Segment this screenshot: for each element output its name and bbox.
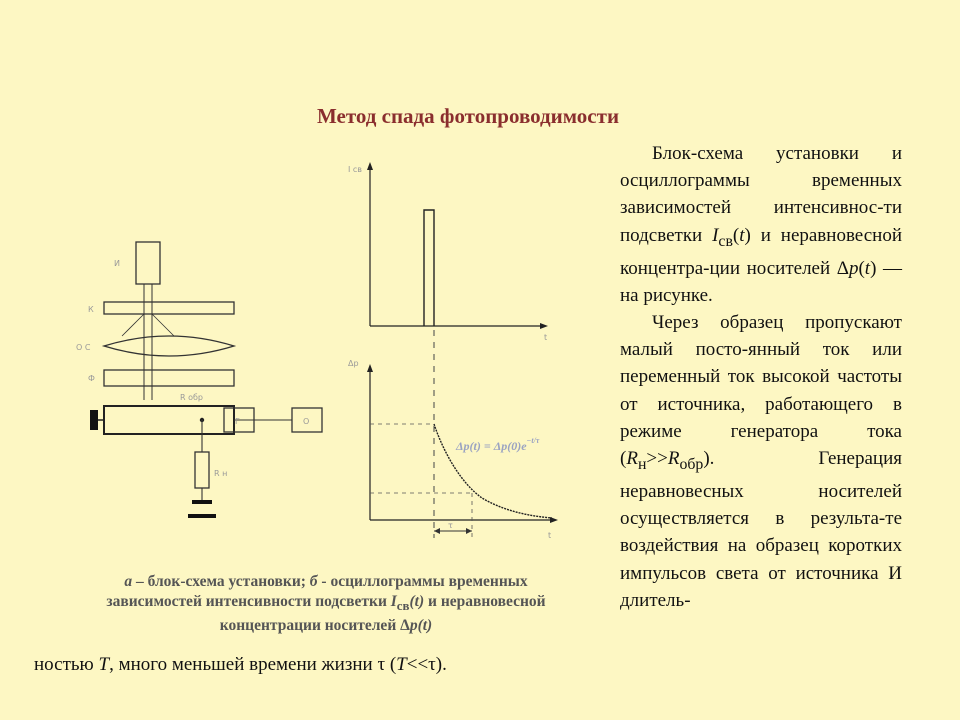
axis-dp-arrow [367,364,373,372]
label-tau: τ [448,521,453,530]
label-t2: t [548,531,551,540]
caption-line-3: концентрации носителей Δp(t) [219,617,433,635]
paragraph-2: Через образец пропускают малый посто-янн… [620,312,902,611]
bottom-text-line: ностью T, много меньшей времени жизни τ … [34,654,447,675]
caption-line-2: зависимостей интенсивности подсветки Iсв… [106,593,546,614]
beam-left [121,313,145,337]
filter [103,369,235,387]
light-pulse [423,209,435,326]
caption-line-1: а – блок-схема установки; б - осциллогра… [124,573,528,590]
plate-k [103,301,235,315]
label-i: I св [348,165,362,174]
ground-1 [192,500,212,504]
beam-right [151,313,175,337]
label-robr: R обр [180,393,203,402]
label-block-o: О [303,417,309,426]
figure-caption: а – блок-схема установки; б - осциллогра… [52,572,600,636]
sample-clamp [90,410,98,430]
label-f: Ф [88,374,95,383]
decay-formula: Δp(t) = Δp(0)e−t/τ [455,436,540,453]
load-resistor [194,451,210,489]
figure-svg: И К О С Ф R обр Г О R н [76,162,558,564]
right-text-column: Блок-схема установки и осциллограммы вре… [620,140,902,614]
label-k: К [88,305,94,314]
tau-arrow-left [434,528,440,534]
axis-dp-h-arrow [550,517,558,523]
label-block-g: Г [235,417,240,426]
label-os: О С [76,343,91,352]
sample [103,405,235,435]
tau-arrow-right [466,528,472,534]
label-rn: R н [214,469,227,478]
paragraph-1: Блок-схема установки и осциллограммы вре… [620,143,902,306]
label-dp: Δp [348,359,359,368]
ground-2 [188,514,216,518]
decay-curve [433,423,553,519]
lens [101,335,237,357]
figure: И К О С Ф R обр Г О R н [52,138,582,564]
slide-title: Метод спада фотопроводимости [316,104,620,128]
label-source: И [114,259,120,268]
axis-i-h-arrow [540,323,548,329]
light-source-block [135,241,161,285]
label-t1: t [544,333,547,342]
axis-i-arrow [367,162,373,170]
